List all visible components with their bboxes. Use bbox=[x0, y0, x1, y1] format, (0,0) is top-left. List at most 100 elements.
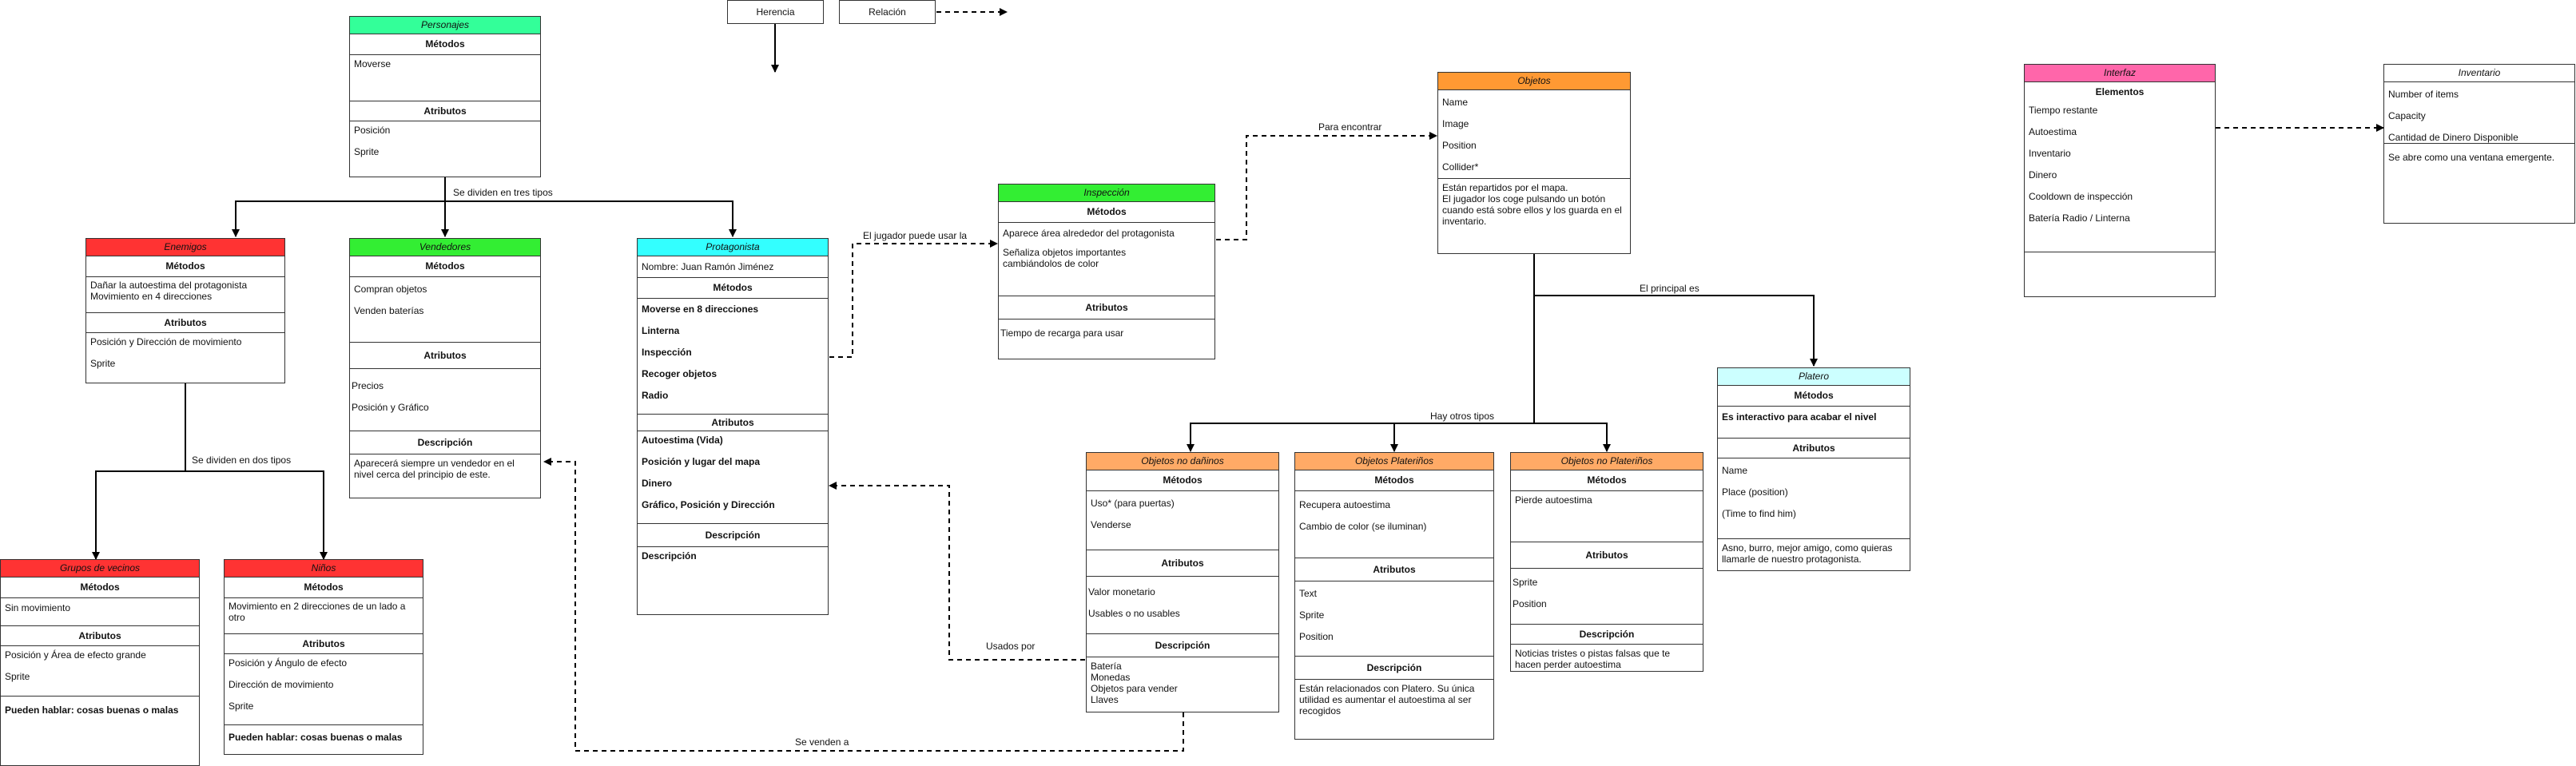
attribute-item: Position bbox=[1513, 598, 1547, 609]
section-metodos: Métodos bbox=[1, 577, 199, 598]
inherit-plateriños bbox=[1390, 423, 1534, 452]
section-atributos: Atributos bbox=[225, 633, 423, 654]
section-atributos: Atributos bbox=[1087, 550, 1278, 577]
method-item: Dañar la autoestima del protagonista Mov… bbox=[90, 280, 248, 302]
attribute-item: Autoestima (Vida) bbox=[642, 435, 723, 446]
element-item: Dinero bbox=[2029, 169, 2057, 181]
method-item: Inspección bbox=[642, 347, 692, 358]
section-metodos: Métodos bbox=[86, 256, 284, 277]
attribute-item: Name bbox=[1722, 465, 1748, 476]
attribute-item: Number of items bbox=[2388, 89, 2459, 100]
description-text: Están relacionados con Platero. Su única… bbox=[1299, 683, 1475, 716]
method-item: Venderse bbox=[1091, 519, 1131, 530]
inherit-ninos bbox=[185, 470, 328, 560]
class-objetos[interactable]: Objetos Name Image Position Collider* Es… bbox=[1437, 72, 1631, 254]
description-text: Están repartidos por el mapa. El jugador… bbox=[1442, 182, 1622, 227]
attribute-item: Sprite bbox=[1513, 577, 1538, 588]
method-item: Es interactivo para acabar el nivel bbox=[1722, 411, 1877, 423]
class-inventario[interactable]: Inventario Number of items Capacity Cant… bbox=[2383, 64, 2575, 224]
class-header: Enemigos bbox=[86, 239, 284, 256]
class-enemigos[interactable]: Enemigos Métodos Dañar la autoestima del… bbox=[85, 238, 285, 383]
class-objetos-no-daninos[interactable]: Objetos no dañinos Métodos Uso* (para pu… bbox=[1086, 452, 1279, 712]
section-descripcion: Descripción bbox=[350, 431, 540, 454]
method-item: Compran objetos bbox=[354, 284, 427, 295]
method-item: Movimiento en 2 direcciones de un lado a… bbox=[229, 601, 406, 623]
relation-protagonista-inspeccion bbox=[829, 240, 998, 358]
section-atributos: Atributos bbox=[1295, 558, 1493, 581]
class-header: Inspección bbox=[999, 185, 1214, 202]
section-descripcion: Descripción bbox=[1511, 624, 1703, 645]
section-descripcion: Descripción bbox=[638, 523, 828, 547]
section-descripcion: Descripción bbox=[1295, 656, 1493, 680]
section-metodos: Métodos bbox=[1718, 386, 1910, 407]
element-item: Tiempo restante bbox=[2029, 105, 2098, 116]
description-text: Noticias tristes o pistas falsas que te … bbox=[1515, 648, 1671, 670]
class-header: Inventario bbox=[2384, 65, 2574, 82]
attribute-item: Sprite bbox=[354, 146, 380, 157]
label-principal: El principal es bbox=[1640, 283, 1699, 294]
attribute-item: Dinero bbox=[642, 478, 673, 489]
class-header: Objetos no Plateriños bbox=[1511, 453, 1703, 470]
relation-inspeccion-objetos bbox=[1216, 132, 1437, 240]
method-item: Cambio de color (se iluminan) bbox=[1299, 521, 1427, 532]
inherit-nodanino bbox=[1187, 296, 1535, 452]
attribute-item: Cantidad de Dinero Disponible bbox=[2388, 132, 2518, 143]
class-objetos-no-plateriños[interactable]: Objetos no Plateriños Métodos Pierde aut… bbox=[1510, 452, 1703, 672]
method-item: Sin movimiento bbox=[5, 602, 71, 613]
class-header: Objetos bbox=[1438, 73, 1630, 90]
class-grupos-de-vecinos[interactable]: Grupos de vecinos Métodos Sin movimiento… bbox=[0, 559, 200, 766]
class-vendedores[interactable]: Vendedores Métodos Compran objetos Vende… bbox=[349, 238, 541, 498]
section-atributos: Atributos bbox=[1, 625, 199, 646]
section-metodos: Métodos bbox=[225, 577, 423, 598]
section-metodos: Métodos bbox=[1087, 470, 1278, 491]
section-atributos: Atributos bbox=[999, 296, 1214, 319]
attribute-item: Sprite bbox=[229, 701, 254, 712]
attribute-item: Tiempo de recarga para usar bbox=[1000, 327, 1124, 339]
method-item: Venden baterías bbox=[354, 305, 424, 316]
attribute-item: Position bbox=[1442, 140, 1477, 151]
legend-herencia: Herencia bbox=[727, 0, 824, 24]
class-header: Interfaz bbox=[2025, 65, 2215, 82]
class-header: Objetos no dañinos bbox=[1087, 453, 1278, 470]
element-item: Batería Radio / Linterna bbox=[2029, 212, 2130, 224]
attribute-item: Collider* bbox=[1442, 161, 1479, 173]
class-personajes[interactable]: Personajes Métodos Moverse Atributos Pos… bbox=[349, 16, 541, 177]
class-objetos-plateriños[interactable]: Objetos Plateriños Métodos Recupera auto… bbox=[1294, 452, 1494, 740]
protagonist-name: Nombre: Juan Ramón Jiménez bbox=[638, 256, 828, 278]
element-item: Autoestima bbox=[2029, 126, 2077, 137]
attribute-item: Sprite bbox=[5, 671, 30, 682]
description-text: Aparecerá siempre un vendedor en el nive… bbox=[354, 458, 515, 480]
class-header: Objetos Plateriños bbox=[1295, 453, 1493, 470]
inherit-noplateriños bbox=[1534, 423, 1611, 452]
class-header: Grupos de vecinos bbox=[1, 560, 199, 577]
description-text: Asno, burro, mejor amigo, como quieras l… bbox=[1722, 542, 1893, 565]
label-usados-por: Usados por bbox=[986, 641, 1036, 652]
label-se-venden: Se venden a bbox=[795, 736, 849, 748]
attribute-item: Posición y Gráfico bbox=[352, 402, 429, 413]
method-item: Recoger objetos bbox=[642, 368, 718, 379]
inherit-personajes-root bbox=[232, 177, 446, 237]
description-text: Descripción bbox=[642, 550, 697, 562]
label-tres-tipos: Se dividen en tres tipos bbox=[453, 187, 553, 198]
relation-nodanino-protagonista bbox=[829, 482, 1085, 661]
class-header: Protagonista bbox=[638, 239, 828, 256]
section-atributos: Atributos bbox=[350, 101, 540, 121]
attribute-item: Capacity bbox=[2388, 110, 2426, 121]
label-otros-tipos: Hay otros tipos bbox=[1430, 411, 1495, 422]
class-protagonista[interactable]: Protagonista Nombre: Juan Ramón Jiménez … bbox=[637, 238, 829, 615]
attribute-item: Sprite bbox=[1299, 609, 1325, 621]
class-interfaz[interactable]: Interfaz Elementos Tiempo restante Autoe… bbox=[2024, 64, 2216, 297]
section-metodos: Métodos bbox=[1295, 470, 1493, 491]
label-puede-usar: El jugador puede usar la bbox=[863, 230, 968, 241]
attribute-item: Posición y Ángulo de efecto bbox=[229, 657, 348, 669]
method-item: Pierde autoestima bbox=[1515, 494, 1592, 506]
class-header: Personajes bbox=[350, 17, 540, 34]
class-header: Niños bbox=[225, 560, 423, 577]
description-text: Batería Monedas Objetos para vender Llav… bbox=[1091, 661, 1178, 705]
class-platero[interactable]: Platero Métodos Es interactivo para acab… bbox=[1717, 367, 1910, 571]
extra-section: Pueden hablar: cosas buenas o malas bbox=[225, 724, 423, 756]
section-atributos: Atributos bbox=[350, 342, 540, 369]
class-ninos[interactable]: Niños Métodos Movimiento en 2 direccione… bbox=[224, 559, 423, 755]
attribute-item: Place (position) bbox=[1722, 486, 1788, 498]
class-inspeccion[interactable]: Inspección Métodos Aparece área alrededo… bbox=[998, 184, 1215, 359]
